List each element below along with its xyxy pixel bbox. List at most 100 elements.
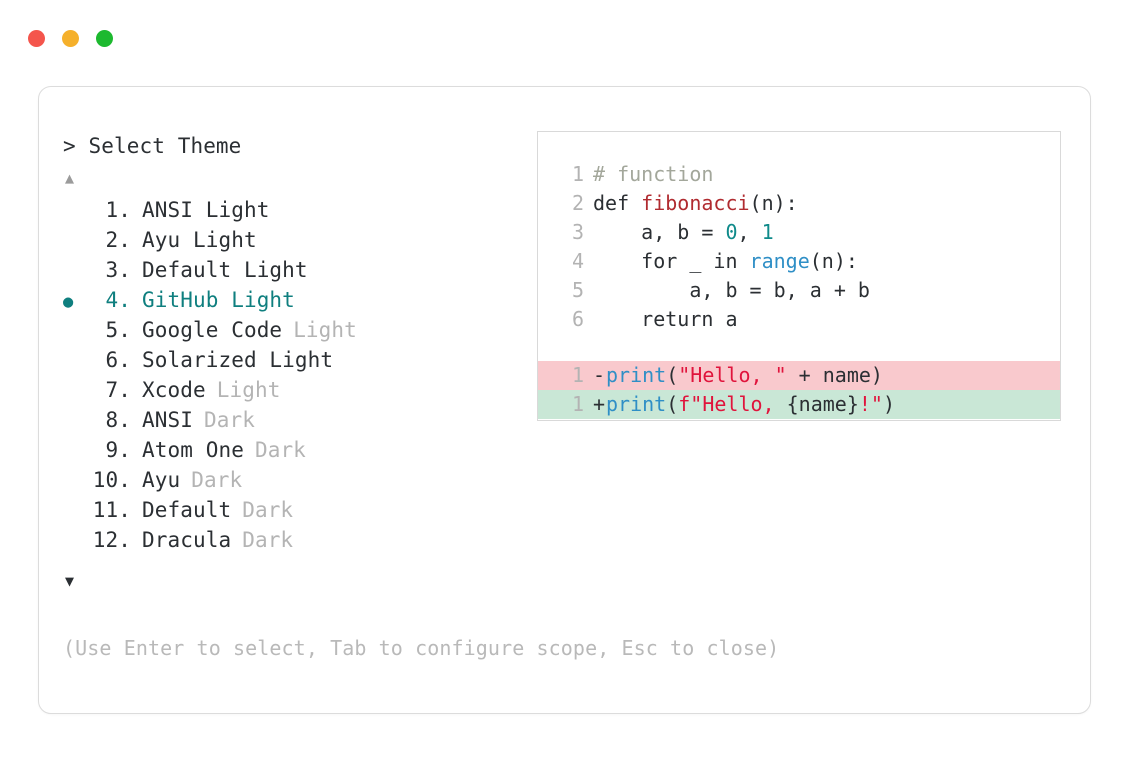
theme-variant: Dark	[203, 408, 255, 432]
theme-name: Dracula	[142, 528, 232, 552]
theme-variant: Dark	[254, 438, 306, 462]
code-token: return a	[593, 307, 738, 331]
code-line: 1 # function	[538, 160, 1060, 189]
code-token: + name)	[786, 363, 883, 387]
code-spacer	[538, 334, 1060, 361]
theme-picker-card: > Select Theme ▲ 1. ANSI Light 2. Ayu Light…	[38, 86, 1091, 714]
line-number: 1	[571, 162, 584, 186]
close-icon[interactable]	[28, 30, 45, 47]
diff-sign: +	[593, 392, 606, 416]
theme-index: 11.	[92, 498, 131, 522]
theme-list-item[interactable]: 3.Default Light	[63, 255, 533, 285]
line-number: 4	[571, 249, 584, 273]
scroll-down-icon[interactable]: ▼	[65, 572, 75, 590]
code-token: )	[882, 392, 896, 416]
prompt-title: Select Theme	[88, 134, 242, 158]
diff-source: print("Hello, " + name)	[606, 361, 883, 390]
line-number: 3	[571, 220, 584, 244]
code-token: range	[749, 249, 810, 273]
scroll-up-icon[interactable]: ▲	[65, 169, 75, 187]
code-token: "Hello, "	[678, 363, 787, 387]
code-source: a, b = 0, 1	[584, 218, 774, 247]
code-line: 4 for _ in range(n):	[538, 247, 1060, 276]
code-line: 3 a, b = 0, 1	[538, 218, 1060, 247]
selected-bullet-icon: ●	[63, 292, 74, 312]
code-token: # function	[593, 162, 714, 186]
theme-list-item[interactable]: 1. ANSI Light	[63, 195, 533, 225]
prompt-marker: >	[63, 134, 76, 158]
theme-index: 4.	[105, 288, 131, 312]
code-source: def fibonacci(n):	[584, 189, 798, 218]
theme-list-item[interactable]: 6. Solarized Light	[63, 345, 533, 375]
code-token: print	[606, 363, 667, 387]
code-line: 6 return a	[538, 305, 1060, 334]
theme-index: 8.	[105, 408, 131, 432]
theme-list-item[interactable]: 7. Xcode Light	[63, 375, 533, 405]
code-token: def	[593, 191, 642, 215]
code-token: (	[666, 363, 679, 387]
code-token: 0	[725, 220, 738, 244]
code-token: print	[606, 392, 667, 416]
theme-index: 5.	[105, 318, 131, 342]
card-columns: > Select Theme ▲ 1. ANSI Light 2. Ayu Light…	[39, 87, 1090, 713]
theme-name: Solarized Light	[142, 348, 334, 372]
theme-index: 7.	[105, 378, 131, 402]
theme-index: 9.	[105, 438, 131, 462]
line-number: 5	[571, 278, 584, 302]
keyboard-hint: (Use Enter to select, Tab to configure s…	[63, 636, 780, 660]
theme-list-item[interactable]: 12. Dracula Dark	[63, 525, 533, 555]
theme-variant: Light	[216, 378, 281, 402]
theme-name: Atom One	[142, 438, 244, 462]
code-token: f"Hello,	[678, 392, 787, 416]
code-token: !"	[858, 392, 883, 416]
code-token: (n):	[749, 191, 798, 215]
theme-list-item[interactable]: 2. Ayu Light	[63, 225, 533, 255]
theme-list-item[interactable]: 11. Default Dark	[63, 495, 533, 525]
theme-list-item[interactable]: ● 4. GitHub Light	[63, 285, 533, 315]
theme-selector-pane: > Select Theme ▲ 1. ANSI Light 2. Ayu Light…	[63, 133, 533, 591]
code-token: ,	[737, 220, 762, 244]
theme-list-item[interactable]: 9. Atom One Dark	[63, 435, 533, 465]
code-source: # function	[584, 160, 713, 189]
line-number: 2	[571, 191, 584, 215]
theme-index: 6.	[105, 348, 131, 372]
theme-index: 10.	[92, 468, 131, 492]
theme-name: Ayu Light	[142, 228, 257, 252]
code-token: for _ in	[593, 249, 750, 273]
code-token: a, b = b, a + b	[593, 278, 870, 302]
theme-index: 2.	[105, 228, 131, 252]
diff-added-line: 1+print(f"Hello, {name}!")	[538, 390, 1060, 419]
diff-sign: -	[593, 363, 606, 387]
code-token: {name}	[786, 392, 859, 416]
theme-variant: Light	[293, 318, 357, 342]
diff-line-number: 1	[571, 363, 584, 387]
theme-name: Xcode	[142, 378, 206, 402]
code-source: return a	[584, 305, 738, 334]
code-token: 1	[761, 220, 774, 244]
theme-index: 12.	[92, 528, 131, 552]
code-token: (n):	[809, 249, 858, 273]
code-token: a, b =	[593, 220, 726, 244]
theme-name: ANSI Light	[142, 198, 270, 222]
page-title: > Select Theme	[63, 133, 533, 159]
theme-index: 1.	[105, 198, 131, 222]
theme-variant: Dark	[242, 528, 294, 552]
theme-name: GitHub Light	[142, 288, 295, 312]
minimize-icon[interactable]	[62, 30, 79, 47]
theme-name: Default	[142, 498, 232, 522]
maximize-icon[interactable]	[96, 30, 113, 47]
theme-variant: Dark	[242, 498, 294, 522]
theme-index: 3.	[105, 258, 131, 282]
diff-source: print(f"Hello, {name}!")	[606, 390, 895, 419]
theme-name: Ayu	[142, 468, 181, 492]
window-controls	[28, 30, 113, 47]
code-token: (	[666, 392, 679, 416]
code-token: fibonacci	[641, 191, 750, 215]
